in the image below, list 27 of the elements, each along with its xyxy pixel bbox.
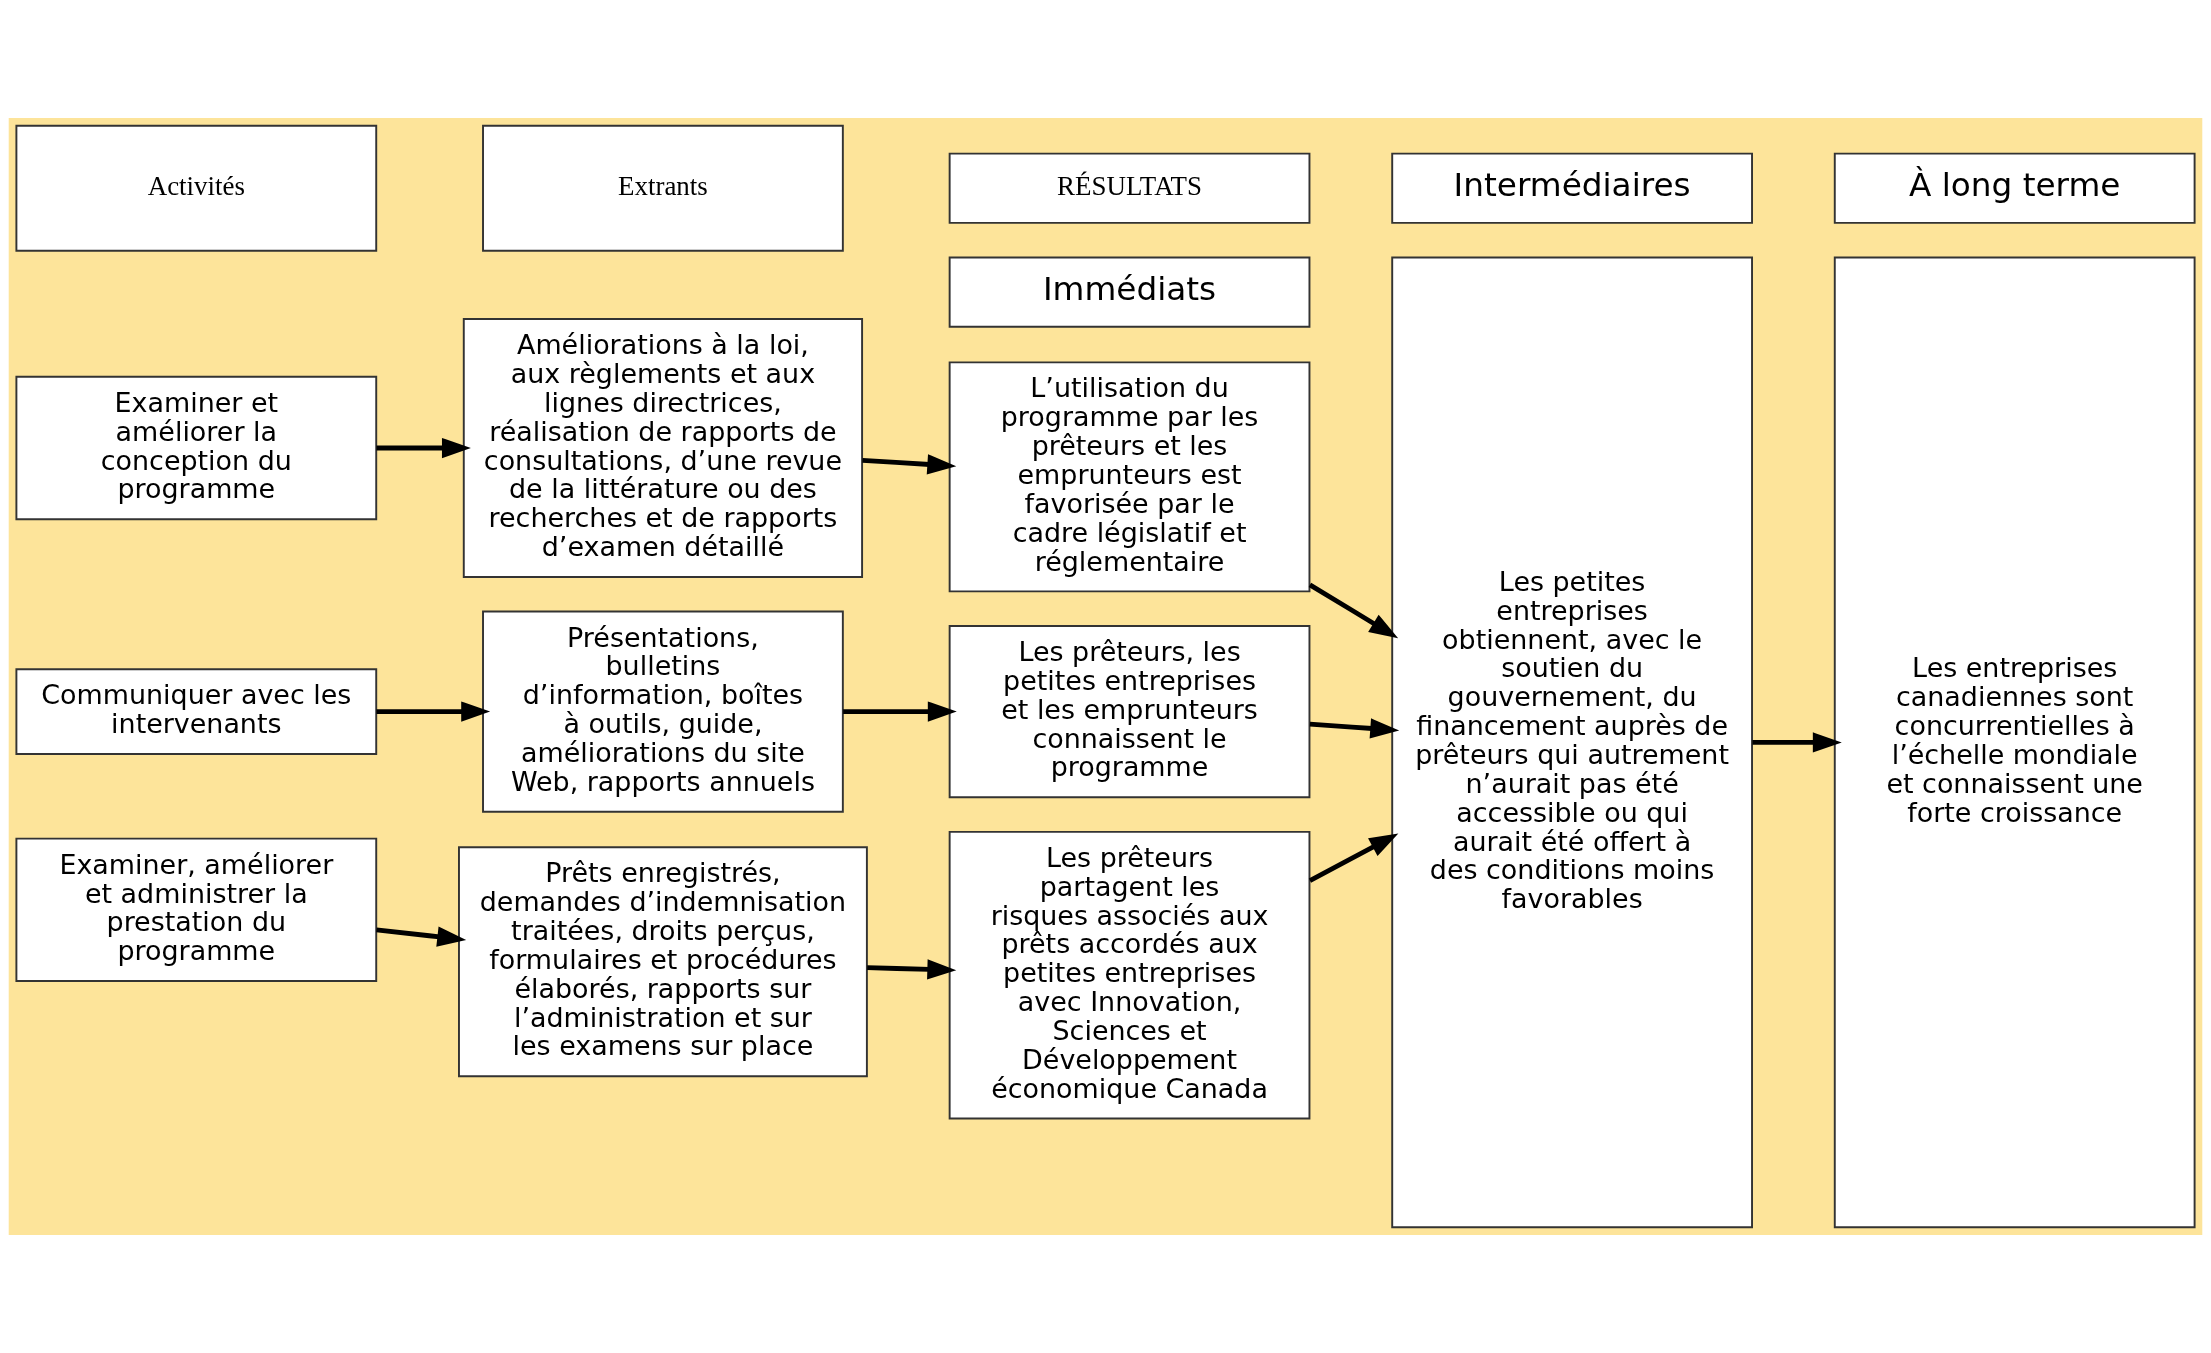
node-box: Améliorations à la loi, aux règlements et aux lignes directrices, réalisation de rapports de consultations, d’une revue de la littérature ou des recherches et de rapports d’examen détaillé: [462, 318, 864, 578]
node-box: Examiner et améliorer la conception du programme: [15, 375, 378, 521]
node-box: Communiquer avec les intervenants: [15, 668, 378, 755]
node-box: Les prêteurs partagent les risques associés aux prêts accordés aux petites entreprises avec Innovation, Sciences et Développement économique Canada: [948, 830, 1311, 1120]
arrow: [376, 437, 471, 459]
arrow: [1309, 718, 1400, 739]
node-box: Intermédiaires: [1391, 152, 1753, 224]
arrow: [1308, 582, 1399, 639]
node-box: Les prêteurs, les petites entreprises et les emprunteurs connaissent le programme: [948, 625, 1311, 799]
node-box: L’utilisation du programme par les prêteurs et les emprunteurs est favorisée par le cadre législatif et réglementaire: [948, 361, 1311, 593]
arrow: [1308, 833, 1399, 883]
arrow: [376, 926, 467, 947]
arrow: [843, 701, 957, 722]
node-box: Les entreprises canadiennes sont concurrentielles à l’échelle mondiale et connaissent une forte croissance: [1833, 256, 2196, 1229]
node-box: Activités: [15, 124, 378, 252]
node-box: À long terme: [1833, 152, 2196, 224]
node-box: Immédiats: [948, 256, 1311, 328]
node-box: Présentations, bulletins d’information, boîtes à outils, guide, améliorations du site Web, rapports annuels: [482, 610, 844, 813]
node-box: Examiner, améliorer et administrer la prestation du programme: [15, 837, 378, 982]
arrow: [1752, 732, 1842, 753]
arrow: [867, 959, 957, 980]
node-box: Les petites entreprises obtiennent, avec le soutien du gouvernement, du financement auprès de prêteurs qui autrement n’aurait pas été accessible ou qui aurait été offert à des conditions moins favorables: [1391, 256, 1753, 1229]
arrow: [376, 701, 491, 722]
node-box: Extrants: [482, 124, 844, 252]
node-box: Prêts enregistrés, demandes d’indemnisation traitées, droits perçus, formulaires et procédures élaborés, rapports sur l’administration et sur les examens sur place: [458, 846, 868, 1078]
arrow: [862, 454, 957, 475]
node-box: RÉSULTATS: [948, 152, 1311, 224]
